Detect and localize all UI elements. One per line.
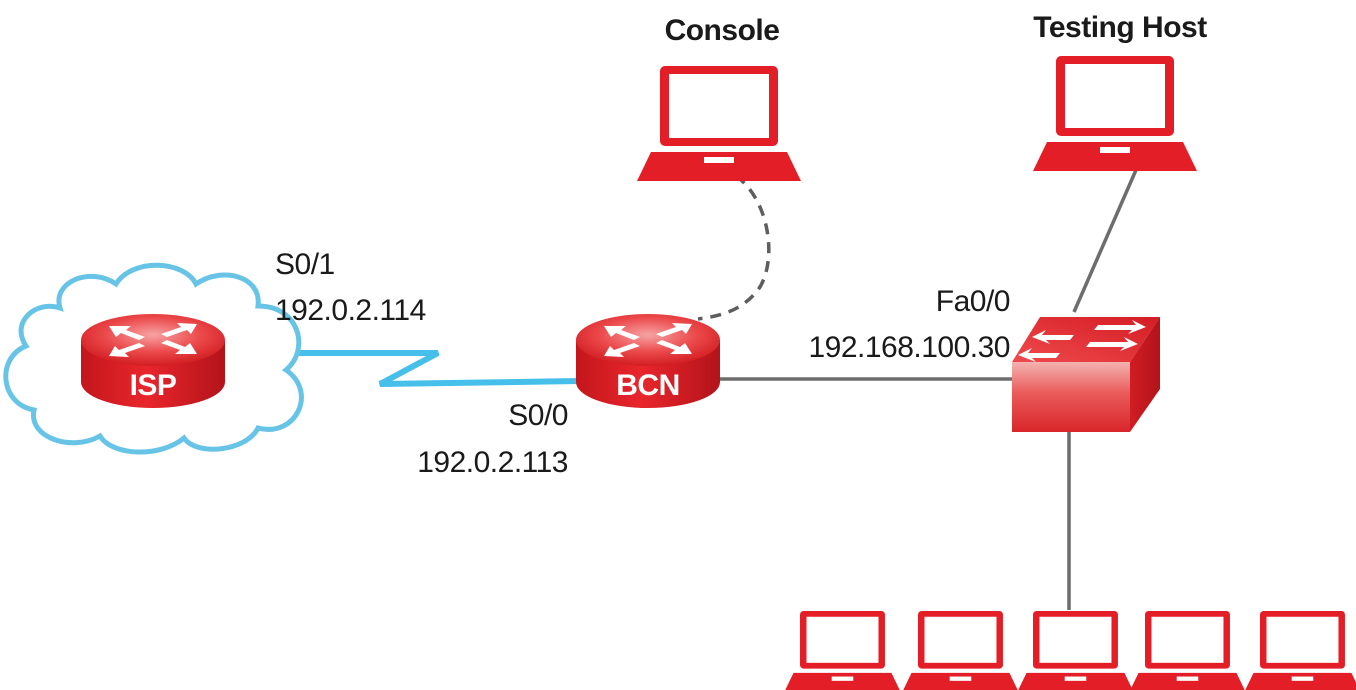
- isp-router[interactable]: ISP: [81, 314, 225, 408]
- lan-host[interactable]: [901, 611, 1020, 690]
- lan-host[interactable]: [1243, 611, 1356, 690]
- laptop-icon: [1243, 611, 1356, 690]
- laptop-icon: [1016, 611, 1135, 690]
- bcn-router[interactable]: BCN: [576, 314, 720, 408]
- isp-s01-ip: 192.0.2.114: [275, 294, 426, 327]
- laptop-icon: [637, 66, 801, 181]
- isp-s01-interface: S0/1: [275, 248, 335, 281]
- serial-link: [290, 350, 581, 387]
- laptop-icon: [1128, 611, 1247, 690]
- lan-hosts: [783, 611, 1356, 690]
- bcn-s00-ip: 192.0.2.113: [417, 446, 568, 479]
- testing-host-title: Testing Host: [1033, 11, 1207, 44]
- bcn-s00-interface: S0/0: [508, 399, 568, 432]
- lan-host[interactable]: [783, 611, 902, 690]
- bcn-fa00-ip: 192.168.100.30: [808, 331, 1010, 364]
- laptop-icon: [901, 611, 1020, 690]
- interface-labels: S0/1 192.0.2.114 S0/0 192.0.2.113 Fa0/0 …: [275, 248, 1011, 479]
- console-title: Console: [665, 14, 780, 47]
- ethernet-link-switch-testing-host: [1072, 169, 1138, 313]
- switch-icon: [1012, 317, 1160, 432]
- isp-label: ISP: [130, 369, 177, 402]
- links: [290, 169, 1138, 610]
- console-cable: [697, 174, 771, 321]
- laptop-icon: [783, 611, 902, 690]
- switch[interactable]: [1012, 317, 1160, 432]
- bcn-label: BCN: [616, 369, 680, 402]
- lan-host[interactable]: [1016, 611, 1135, 690]
- testing-host-laptop[interactable]: [1033, 56, 1197, 171]
- console-laptop[interactable]: [637, 66, 801, 181]
- bcn-fa00-interface: Fa0/0: [936, 285, 1010, 318]
- lan-host[interactable]: [1128, 611, 1247, 690]
- laptop-icon: [1033, 56, 1197, 171]
